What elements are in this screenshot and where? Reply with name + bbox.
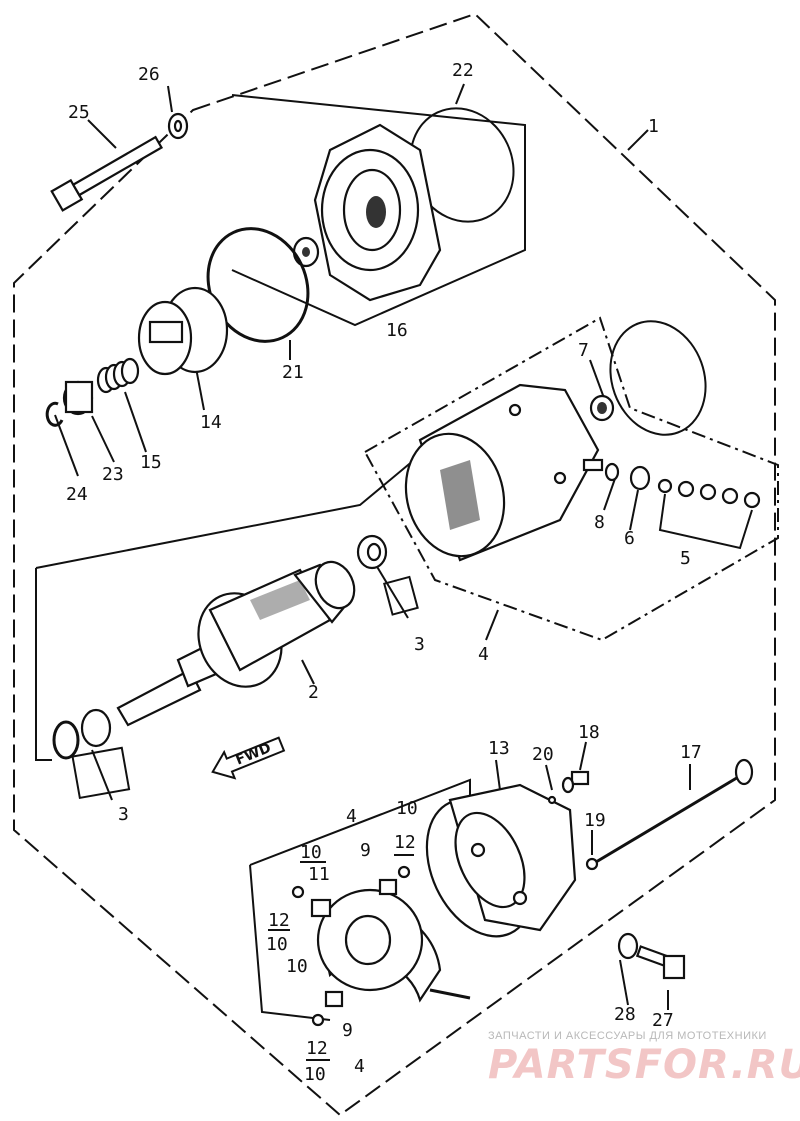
leader-4 — [485, 609, 499, 641]
leader-25 — [87, 119, 117, 149]
brush-holder-plate — [310, 878, 471, 1008]
bolt-25 — [50, 135, 164, 212]
callout-3a: 3 — [414, 634, 425, 655]
callout-10b: 10 — [300, 842, 322, 863]
kit-5-bracket — [658, 493, 753, 550]
callout-24: 24 — [66, 484, 88, 505]
screw-18 — [561, 770, 590, 794]
callout-12c: 12 — [306, 1038, 328, 1059]
clip-24 — [45, 401, 64, 427]
spring-12b — [397, 865, 411, 879]
callout-13: 13 — [488, 738, 510, 759]
end-cover-16 — [313, 123, 442, 302]
armature-2 — [116, 560, 356, 727]
callout-26: 26 — [138, 64, 160, 85]
leader-3a — [375, 564, 409, 619]
fwd-arrow: FWD — [205, 729, 289, 788]
watermark-logo: PARTSFOR.RU — [488, 1042, 800, 1088]
brush-group-outline-left — [249, 864, 331, 1021]
callout-25: 25 — [68, 102, 90, 123]
spring-12a — [291, 885, 305, 899]
callout-15: 15 — [140, 452, 162, 473]
callout-8: 8 — [594, 512, 605, 533]
callout-18: 18 — [578, 722, 600, 743]
leader-22 — [455, 83, 465, 105]
washer-3b — [52, 720, 80, 760]
callout-11: 11 — [308, 864, 330, 885]
washer-6 — [629, 465, 651, 491]
washer-3c — [80, 708, 112, 748]
spring-15 — [96, 357, 140, 394]
o-ring-22b — [609, 320, 707, 436]
leader-14 — [195, 367, 205, 411]
leader-3b — [91, 749, 113, 801]
leader-18 — [579, 741, 587, 771]
callout-9a: 9 — [360, 840, 371, 861]
callout-6: 6 — [624, 528, 635, 549]
leader-13 — [495, 759, 501, 791]
callout-17: 17 — [680, 742, 702, 763]
callout-19: 19 — [584, 810, 606, 831]
callout-14: 14 — [200, 412, 222, 433]
spring-12c — [311, 1013, 325, 1027]
callout-10e: 10 — [304, 1064, 326, 1085]
leader-7 — [589, 359, 605, 399]
callout-10c: 10 — [266, 934, 288, 955]
callout-10d: 10 — [286, 956, 308, 977]
through-bolt-17 — [595, 758, 754, 864]
callout-7: 7 — [578, 340, 589, 361]
group-16-outline — [231, 94, 526, 327]
callout-23: 23 — [102, 464, 124, 485]
end-frame-13 — [425, 783, 577, 938]
callout-27: 27 — [652, 1010, 674, 1031]
callout-9b: 9 — [342, 1020, 353, 1041]
watermark-tagline: ЗАПЧАСТИ И АКСЕССУАРЫ ДЛЯ МОТОТЕХНИКИ — [488, 1030, 767, 1042]
pinion-housing-14 — [137, 286, 229, 376]
leader-23 — [91, 415, 115, 463]
watermark-logo-text: PARTSFOR.RU — [488, 1042, 800, 1088]
o-ring-8 — [604, 462, 620, 482]
leader-6 — [629, 489, 639, 531]
leader-2 — [301, 659, 315, 685]
fwd-arrow-icon — [211, 736, 286, 780]
callout-10a: 10 — [396, 798, 418, 819]
callout-28: 28 — [614, 1004, 636, 1025]
collar-23 — [62, 380, 94, 416]
leader-1 — [627, 129, 649, 151]
callout-12a: 12 — [394, 832, 416, 853]
brush-group-outline — [249, 778, 471, 866]
callout-16: 16 — [386, 320, 408, 341]
callout-21: 21 — [282, 362, 304, 383]
callout-2: 2 — [308, 682, 319, 703]
washer-3a-label-box — [383, 575, 419, 616]
group-4-outline — [363, 316, 779, 642]
leader-20 — [545, 764, 553, 791]
o-ring-20 — [547, 795, 557, 805]
callout-20: 20 — [532, 744, 554, 765]
callout-22: 22 — [452, 60, 474, 81]
callout-4b: 4 — [346, 806, 357, 827]
callout-3b: 3 — [118, 804, 129, 825]
leader-26 — [167, 85, 173, 113]
callout-4: 4 — [478, 644, 489, 665]
washer-28 — [617, 932, 639, 960]
bolt-27 — [635, 945, 686, 980]
leader-28 — [619, 959, 629, 1006]
callout-12b: 12 — [268, 910, 290, 931]
yoke-4 — [404, 383, 600, 562]
callout-5: 5 — [680, 548, 691, 569]
assembly-boundary — [13, 12, 776, 1117]
brush-kit-5 — [657, 478, 761, 509]
armature-outline-left — [35, 568, 52, 761]
o-ring-19 — [585, 857, 599, 871]
callout-1: 1 — [648, 116, 659, 137]
leader-15 — [124, 391, 147, 453]
callout-4c: 4 — [354, 1056, 365, 1077]
